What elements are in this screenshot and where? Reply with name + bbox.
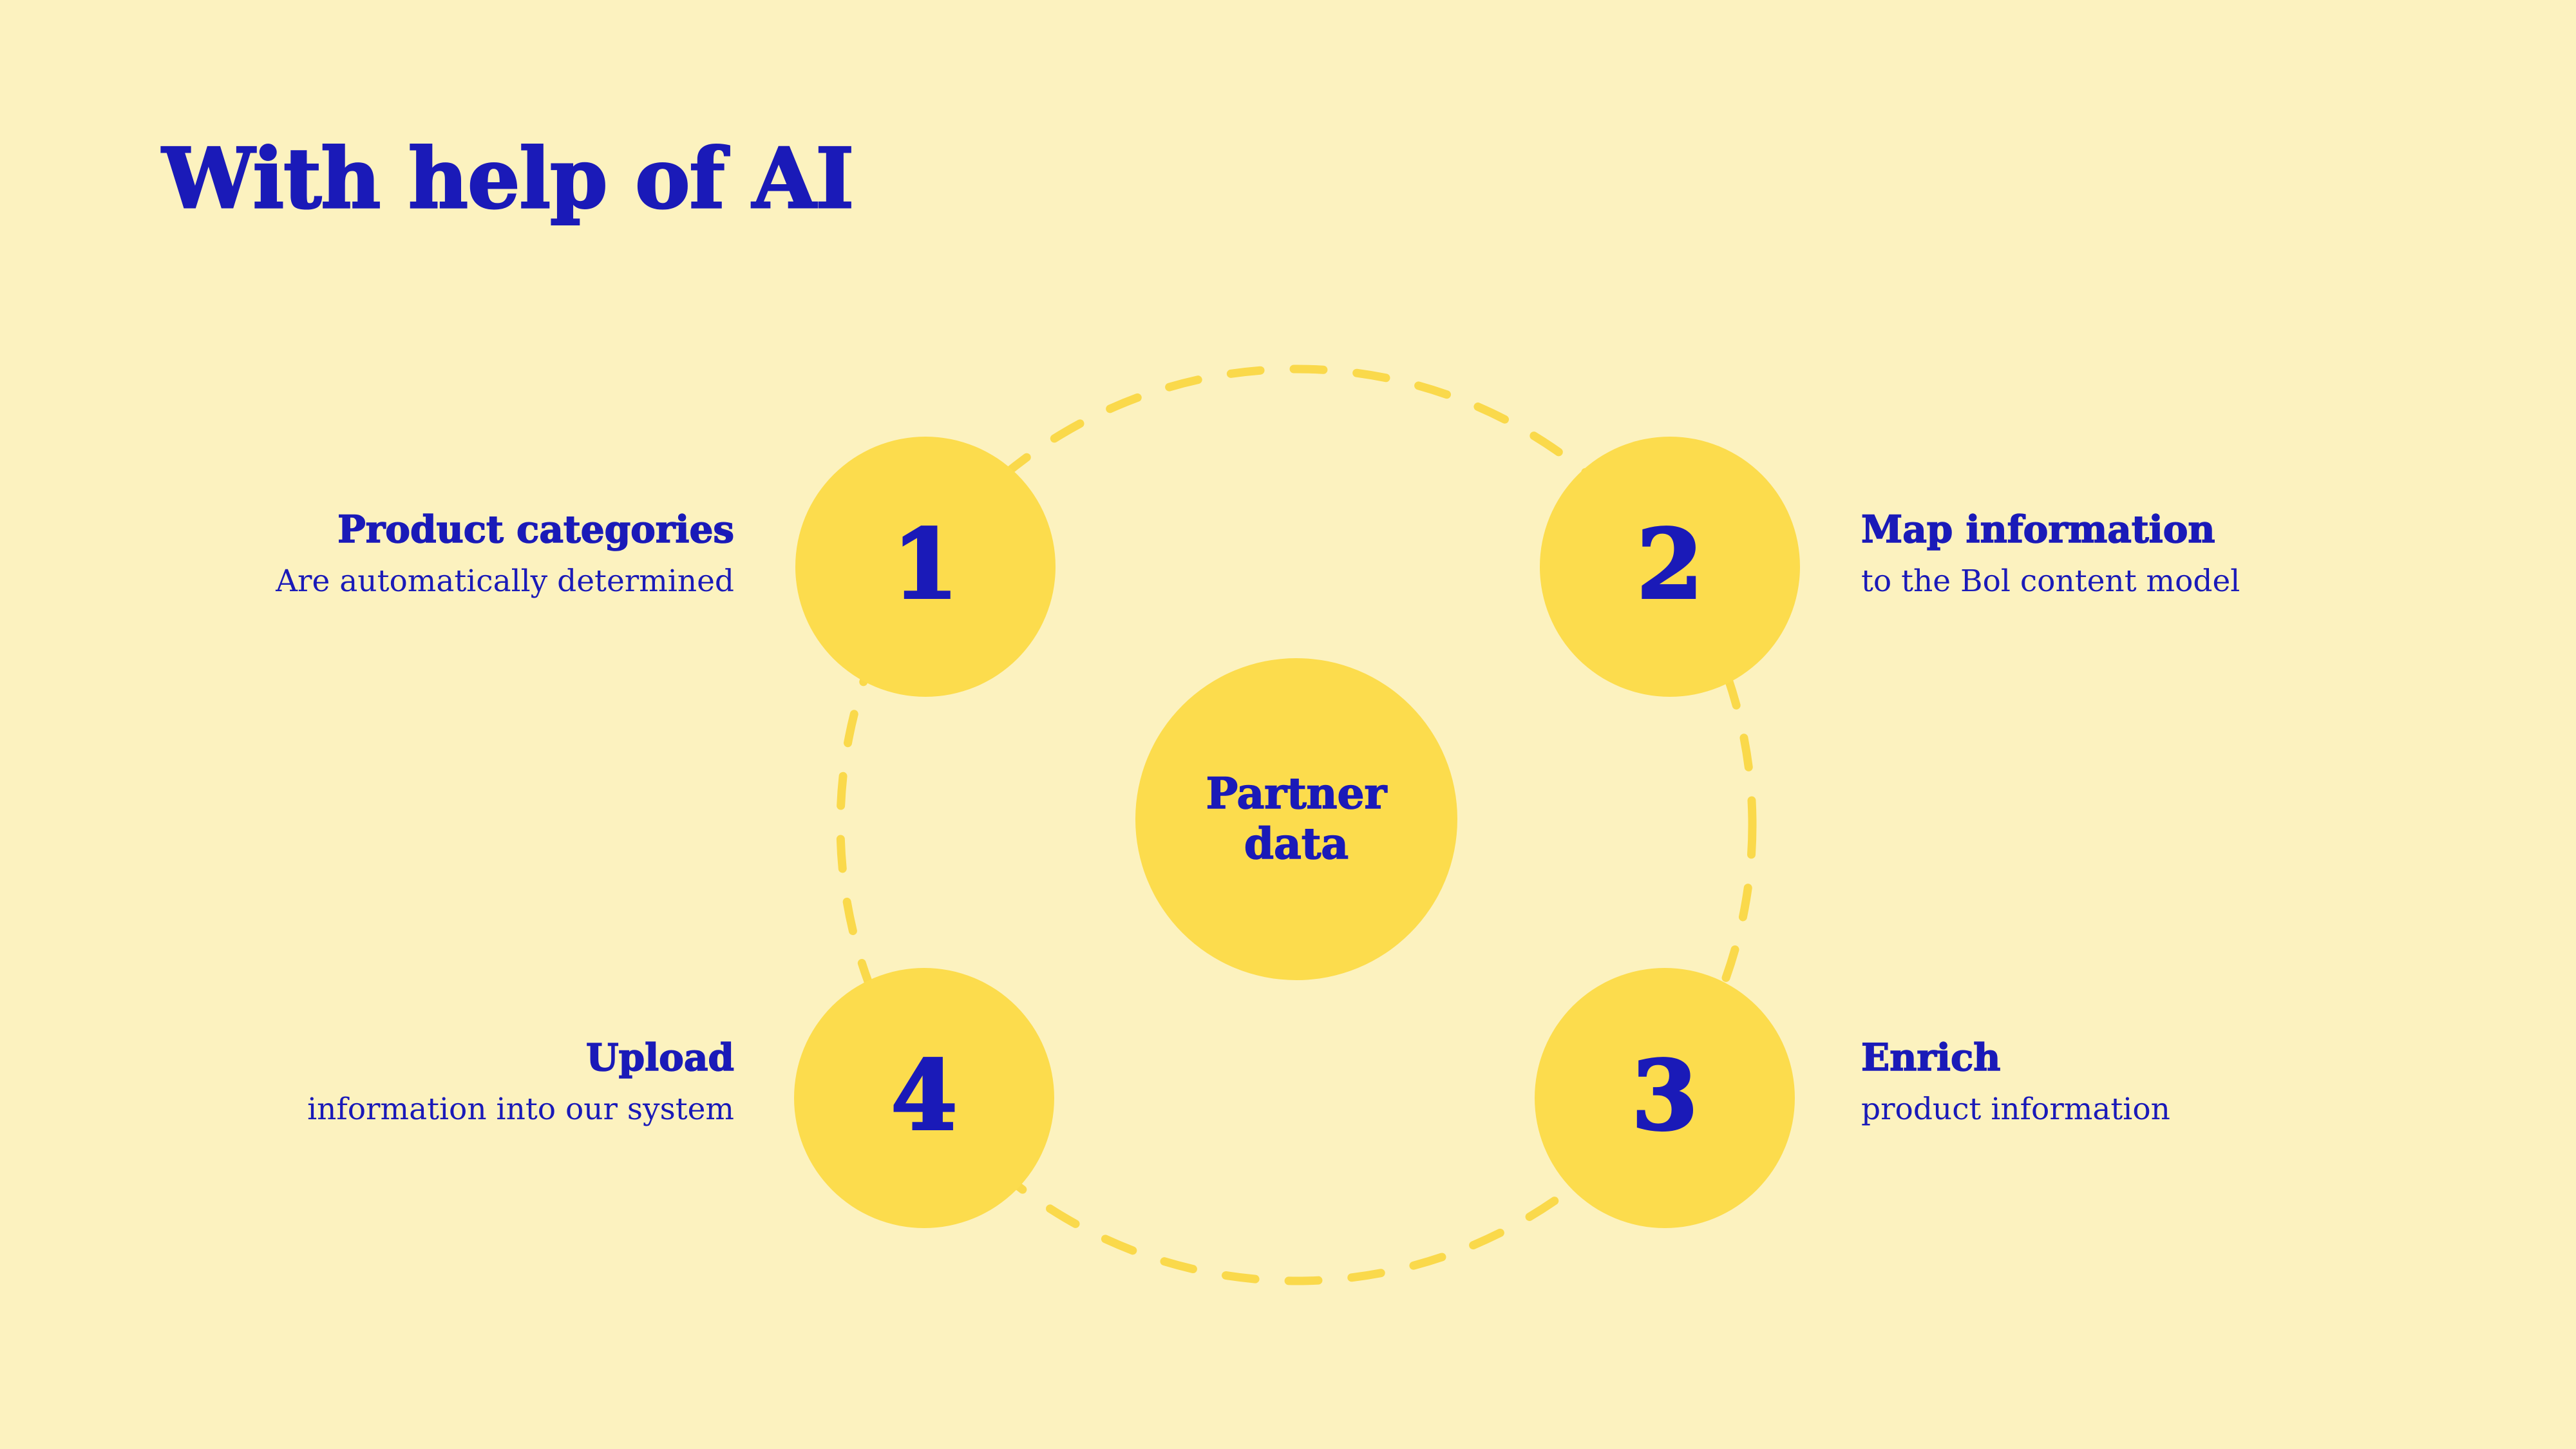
step-label-1-title: Product categories (337, 507, 734, 551)
step-label-4-title: Upload (585, 1036, 735, 1079)
step-label-3-subtitle: product information (1861, 1091, 2170, 1127)
step-circle-4[interactable]: 4 (794, 968, 1054, 1228)
step-label-3: Enrich product information (1861, 1036, 2505, 1128)
center-hub-label-line1: Partner (1206, 768, 1387, 819)
step-number-3: 3 (1631, 1039, 1700, 1151)
step-label-2-subtitle: to the Bol content model (1861, 563, 2240, 599)
step-label-2: Map information to the Bol content model (1861, 507, 2505, 600)
step-number-1: 1 (891, 508, 960, 620)
center-hub-circle: Partner data (1135, 658, 1457, 980)
step-label-1: Product categories Are automatically det… (90, 507, 735, 600)
step-label-2-title: Map information (1861, 507, 2215, 551)
step-number-4: 4 (890, 1039, 959, 1151)
page-title: With help of AI (161, 130, 855, 227)
step-circle-1[interactable]: 1 (795, 437, 1056, 697)
step-label-4-subtitle: information into our system (307, 1091, 734, 1127)
step-label-4: Upload information into our system (90, 1036, 735, 1128)
step-label-3-title: Enrich (1861, 1036, 2001, 1079)
center-hub-label-line2: data (1244, 818, 1349, 869)
step-number-2: 2 (1636, 508, 1705, 620)
step-label-1-subtitle: Are automatically determined (276, 563, 734, 599)
step-circle-3[interactable]: 3 (1535, 968, 1795, 1228)
step-circle-2[interactable]: 2 (1540, 437, 1800, 697)
